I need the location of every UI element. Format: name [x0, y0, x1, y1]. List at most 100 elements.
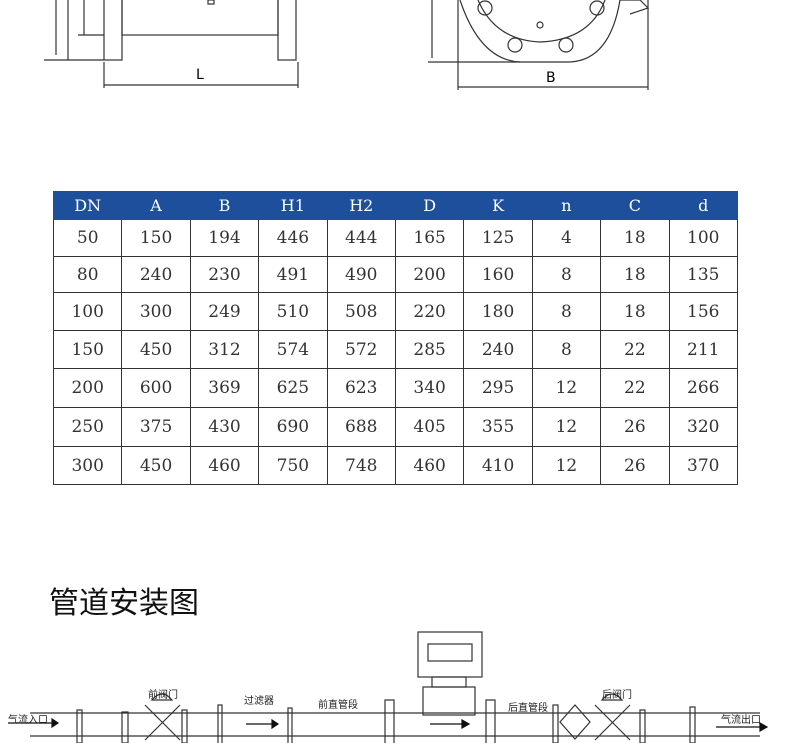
table-cell: 194	[189, 219, 260, 257]
front-view-drawing	[428, 0, 650, 90]
table-cell: 460	[189, 446, 260, 485]
col-header: C	[600, 191, 670, 220]
table-cell: 370	[668, 446, 739, 485]
table-cell: 688	[326, 407, 396, 447]
label-rear-valve: 后阀门	[602, 690, 632, 701]
table-cell: 574	[258, 330, 328, 369]
table-cell: 572	[326, 330, 396, 369]
col-header: A	[121, 191, 191, 220]
table-cell: 623	[326, 368, 396, 408]
table-cell: 8	[531, 292, 602, 331]
dimension-label-B: B	[546, 70, 556, 86]
label-front-straight: 前直管段	[318, 700, 358, 711]
col-header: n	[531, 191, 602, 220]
col-header: DN	[52, 191, 123, 220]
table-cell: 748	[326, 446, 396, 485]
label-rear-straight: 后直管段	[508, 703, 548, 714]
table-cell: 312	[189, 330, 260, 369]
install-title: 管道安装图	[49, 586, 199, 621]
table-cell: 320	[668, 407, 739, 447]
table-cell: 12	[531, 368, 602, 408]
label-inlet: 气流入口	[8, 715, 48, 726]
table-cell: 4	[531, 219, 602, 257]
flow-arrows	[8, 717, 769, 733]
table-cell: 18	[600, 219, 670, 257]
table-cell: 12	[531, 446, 602, 485]
table-cell: 410	[463, 446, 533, 485]
table-cell: 600	[121, 368, 191, 408]
table-cell: 125	[463, 219, 533, 257]
label-filter: 过滤器	[244, 696, 274, 707]
table-cell: 450	[121, 330, 191, 369]
table-cell: 405	[394, 407, 465, 447]
table-cell: 8	[531, 256, 602, 293]
table-cell: 211	[668, 330, 739, 369]
table-cell: 180	[463, 292, 533, 331]
table-cell: 444	[326, 219, 396, 257]
table-cell: 690	[258, 407, 328, 447]
table-cell: 50	[52, 219, 123, 257]
table-cell: 508	[326, 292, 396, 331]
col-header: d	[668, 191, 739, 220]
side-view-drawing	[44, 0, 299, 88]
table-cell: 266	[668, 368, 739, 408]
col-header: K	[463, 191, 533, 220]
table-cell: 200	[394, 256, 465, 293]
table-cell: 340	[394, 368, 465, 408]
table-cell: 230	[189, 256, 260, 293]
table-cell: 26	[600, 446, 670, 485]
col-header: B	[189, 191, 260, 220]
table-cell: 26	[600, 407, 670, 447]
table-cell: 100	[668, 219, 739, 257]
table-cell: 460	[394, 446, 465, 485]
table-cell: 156	[668, 292, 739, 331]
table-cell: 150	[121, 219, 191, 257]
table-cell: 12	[531, 407, 602, 447]
table-cell: 165	[394, 219, 465, 257]
table-cell: 220	[394, 292, 465, 331]
table-cell: 430	[189, 407, 260, 447]
table-cell: 490	[326, 256, 396, 293]
table-cell: 22	[600, 368, 670, 408]
table-cell: 135	[668, 256, 739, 293]
table-cell: 240	[463, 330, 533, 369]
label-outlet: 气流出口	[721, 715, 761, 726]
table-cell: 750	[258, 446, 328, 485]
table-cell: 22	[600, 330, 670, 369]
table-cell: 100	[52, 292, 123, 331]
table-cell: 150	[52, 330, 123, 369]
col-header: H1	[258, 191, 328, 220]
table-cell: 355	[463, 407, 533, 447]
table-cell: 491	[258, 256, 328, 293]
dimension-label-L: L	[196, 67, 204, 83]
installation-diagram	[30, 631, 760, 743]
table-cell: 18	[600, 292, 670, 331]
table-header-row: DN A B H1 H2 D K n C d	[52, 191, 739, 220]
table-cell: 446	[258, 219, 328, 257]
table-cell: 240	[121, 256, 191, 293]
table-cell: 249	[189, 292, 260, 331]
table-cell: 300	[121, 292, 191, 331]
table-cell: 160	[463, 256, 533, 293]
table-cell: 300	[52, 446, 123, 485]
table-cell: 625	[258, 368, 328, 408]
table-cell: 295	[463, 368, 533, 408]
label-front-valve: 前阀门	[148, 690, 178, 701]
table-cell: 450	[121, 446, 191, 485]
table-cell: 510	[258, 292, 328, 331]
table-cell: 200	[52, 368, 123, 408]
table-cell: 369	[189, 368, 260, 408]
col-header: D	[394, 191, 465, 220]
table-cell: 375	[121, 407, 191, 447]
table-cell: 80	[52, 256, 123, 293]
table-cell: 18	[600, 256, 670, 293]
col-header: H2	[326, 191, 396, 220]
